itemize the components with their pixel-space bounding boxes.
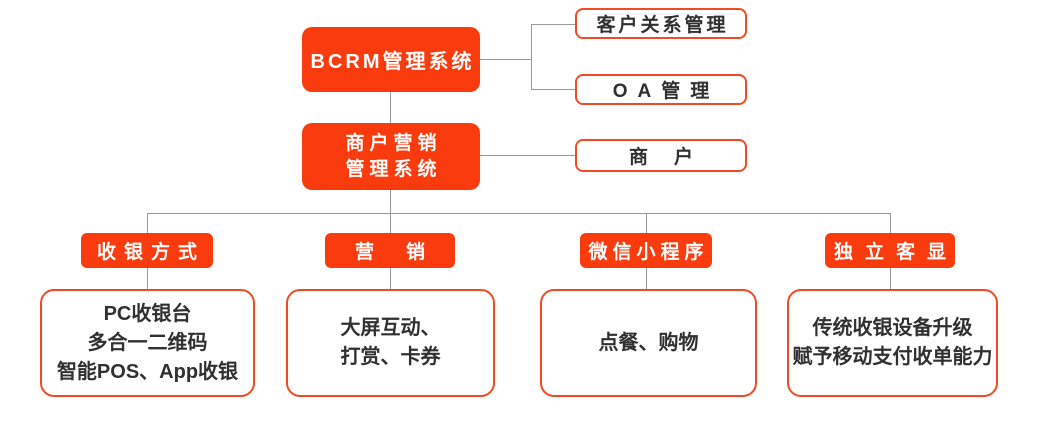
connector-line <box>480 59 531 60</box>
branch-detail-wechat-miniprogram: 点餐、购物 <box>540 289 757 397</box>
connector-line <box>390 190 391 213</box>
connector-line <box>531 24 532 90</box>
detail-line: PC收银台 <box>103 302 192 325</box>
branch-detail-customer-display: 传统收银设备升级 赋予移动支付收单能力 <box>787 289 998 397</box>
connector-line <box>531 89 575 90</box>
branch-title-label: 收银方式 <box>96 242 205 263</box>
connector-line <box>147 213 891 214</box>
node-merchant-marketing-system: 商户营销 管理系统 <box>302 123 480 190</box>
branch-title-marketing: 营销 <box>325 233 455 268</box>
branch-detail-marketing: 大屏互动、 打赏、卡券 <box>286 289 495 397</box>
node-label-line1: 商户营销 <box>345 132 442 154</box>
detail-line: 赋予移动支付收单能力 <box>792 346 993 368</box>
detail-line: 打赏、卡券 <box>340 346 441 368</box>
branch-title-label: 微信小程序 <box>588 242 709 263</box>
node-bcrm-system: BCRM管理系统 <box>302 27 480 92</box>
node-label: BCRM管理系统 <box>310 51 475 73</box>
node-customer-relationship: 客户关系管理 <box>575 8 747 39</box>
branch-title-wechat-miniprogram: 微信小程序 <box>580 233 712 268</box>
node-merchant: 商户 <box>575 139 747 172</box>
branch-title-customer-display: 独立客显 <box>825 233 955 268</box>
detail-line: 智能POS、App收银 <box>56 360 239 383</box>
branch-title-payment-methods: 收银方式 <box>81 233 213 268</box>
branch-title-label: 独立客显 <box>833 242 958 263</box>
detail-line: 点餐、购物 <box>598 331 699 354</box>
connector-line <box>531 24 575 25</box>
node-label: 客户关系管理 <box>596 15 729 36</box>
branch-detail-payment-methods: PC收银台 多合一二维码 智能POS、App收银 <box>40 289 255 397</box>
node-label-line2: 管理系统 <box>345 158 442 180</box>
detail-line: 大屏互动、 <box>340 317 441 339</box>
node-label: OA管理 <box>612 81 720 102</box>
branch-title-label: 营销 <box>354 242 457 263</box>
node-label: 商户 <box>628 147 719 168</box>
connector-line <box>480 155 575 156</box>
node-oa-management: OA管理 <box>575 74 747 105</box>
detail-line: 传统收银设备升级 <box>812 317 973 339</box>
detail-line: 多合一二维码 <box>87 331 208 354</box>
connector-line <box>390 92 391 123</box>
